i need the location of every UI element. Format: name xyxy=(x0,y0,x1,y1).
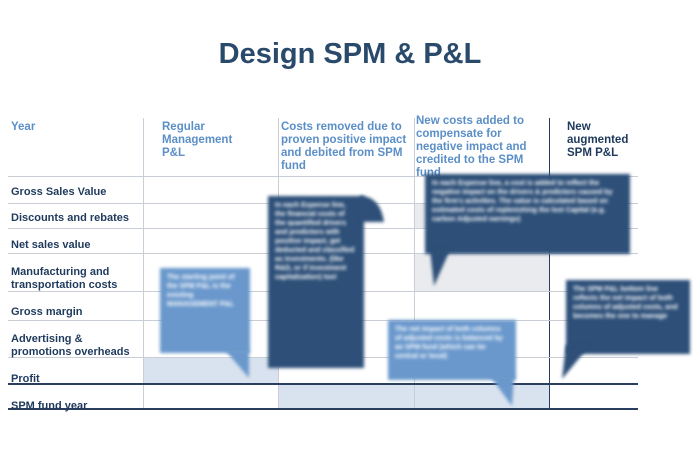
row-label: Advertising & promotions overheads xyxy=(11,333,130,358)
grid-line xyxy=(8,408,638,410)
callout-net: The net impact of both columns of adjust… xyxy=(388,320,516,380)
callout-bottom: The SPM P&L bottom line reflects the net… xyxy=(566,280,690,354)
callout-tail xyxy=(490,376,514,406)
row-label: Profit xyxy=(11,373,40,385)
header-augmented: New augmented SPM P&L xyxy=(567,121,629,159)
header-regular: Regular Management P&L xyxy=(162,121,233,159)
row-label: Discounts and rebates xyxy=(11,212,129,224)
grid-line xyxy=(414,118,415,408)
header-added: New costs added to compensate for negati… xyxy=(416,115,527,179)
grid-line xyxy=(8,176,638,177)
grid-line xyxy=(8,383,638,385)
grid-line xyxy=(143,118,144,408)
row-label: Gross margin xyxy=(11,306,83,318)
callout-tail xyxy=(225,350,249,378)
callout-removed: In each Expense line, the financial cost… xyxy=(268,196,364,368)
row-label: Manufacturing and transportation costs xyxy=(11,266,118,291)
grid-line xyxy=(549,118,550,408)
callout-tail xyxy=(430,250,450,286)
header-removed: Costs removed due to proven positive imp… xyxy=(281,121,407,172)
callout-tail xyxy=(360,196,384,222)
row-label: Gross Sales Value xyxy=(11,186,107,198)
callout-tail xyxy=(562,345,590,379)
header-year: Year xyxy=(11,121,36,133)
callout-regular: The starting point of the SPM P&L is the… xyxy=(160,268,250,353)
page-title: Design SPM & P&L xyxy=(218,38,482,70)
shaded-cell xyxy=(143,358,278,383)
row-label: SPM fund year xyxy=(11,400,88,412)
row-label: Net sales value xyxy=(11,239,91,251)
callout-added: In each Expense line, a cost is added to… xyxy=(425,174,630,254)
